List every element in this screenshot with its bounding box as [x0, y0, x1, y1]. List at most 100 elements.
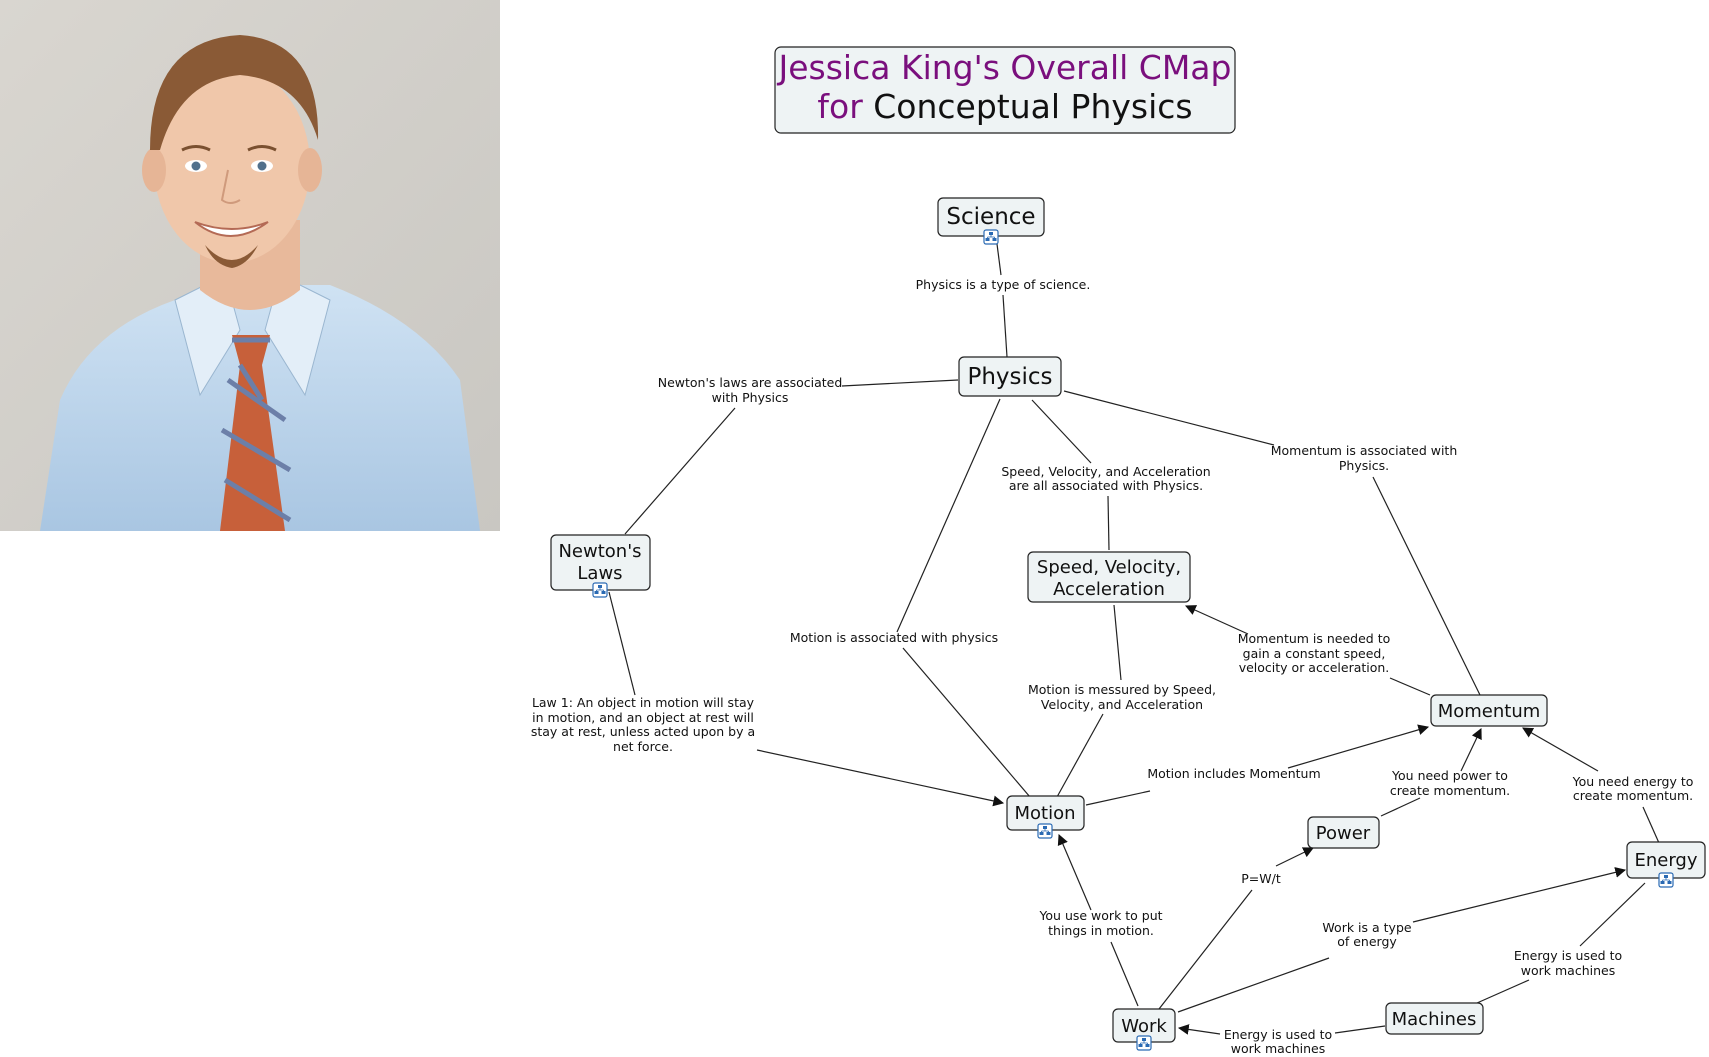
- line-work-pwt: [1158, 889, 1253, 1010]
- portrait-photo: [0, 0, 500, 531]
- line-work-motion-label: [1110, 941, 1139, 1007]
- concept-newtons-laws-line1: Newton's: [558, 541, 641, 562]
- line-sva-label-sva: [1107, 495, 1110, 551]
- arrow-to-energy: [1412, 867, 1627, 923]
- link-motion-physics[interactable]: Motion is associated with physics: [790, 630, 998, 645]
- arrow-energy-momentum: [1522, 727, 1599, 772]
- nested-map-icon[interactable]: [983, 229, 999, 245]
- link-text-line: net force.: [613, 739, 673, 754]
- link-energy-momentum[interactable]: You need energy to create momentum.: [1572, 774, 1694, 803]
- arrow-law1-motion: [756, 749, 1005, 807]
- line-work-energy-label: [1177, 957, 1330, 1013]
- link-law1[interactable]: Law 1: An object in motion will stay in …: [531, 695, 755, 754]
- arrow-to-motion: [1057, 834, 1092, 911]
- link-text-line: are all associated with Physics.: [1009, 478, 1203, 493]
- map-title: Jessica King's Overall CMap for Conceptu…: [774, 46, 1236, 134]
- link-text-line: Work is a type: [1322, 920, 1411, 935]
- link-text-line: Physics.: [1339, 458, 1389, 473]
- nested-map-icon[interactable]: [1658, 872, 1674, 888]
- link-text-line: Motion is messured by Speed,: [1028, 682, 1216, 697]
- link-text-line: create momentum.: [1390, 783, 1510, 798]
- arrow-power-momentum: [1460, 728, 1482, 772]
- concept-energy[interactable]: Energy: [1626, 841, 1706, 888]
- line-label-machines: [1476, 979, 1530, 1004]
- nested-map-icon[interactable]: [1037, 823, 1053, 839]
- line-momentum-label-momentum: [1372, 476, 1481, 696]
- line-newton-label-newton: [624, 407, 736, 535]
- line-power-momentum-label: [1380, 797, 1421, 817]
- link-text-line: Velocity, and Acceleration: [1041, 697, 1203, 712]
- line-label-physics: [1002, 294, 1008, 358]
- concept-momentum[interactable]: Momentum: [1430, 694, 1548, 727]
- concept-momentum-label: Momentum: [1438, 701, 1541, 722]
- concept-newtons-laws-line2: Laws: [577, 563, 622, 584]
- concept-energy-label: Energy: [1634, 850, 1697, 871]
- link-text-line: velocity or acceleration.: [1239, 660, 1390, 675]
- arrow-to-work: [1177, 1024, 1221, 1035]
- title-box: [774, 46, 1236, 134]
- concept-machines-label: Machines: [1392, 1009, 1477, 1030]
- link-text-line: Physics is a type of science.: [916, 277, 1091, 292]
- concept-physics[interactable]: Physics: [958, 356, 1062, 397]
- line-motion-momentum-label: [1085, 790, 1151, 806]
- concept-science-label: Science: [946, 204, 1035, 230]
- link-text-line: work machines: [1521, 963, 1615, 978]
- link-text-line: Motion is associated with physics: [790, 630, 998, 645]
- concept-machines[interactable]: Machines: [1385, 1002, 1484, 1035]
- link-work-energy[interactable]: Work is a type of energy: [1322, 920, 1411, 949]
- concept-work-label: Work: [1121, 1016, 1167, 1037]
- link-text-line: stay at rest, unless acted upon by a: [531, 724, 755, 739]
- concept-physics-label: Physics: [967, 364, 1052, 390]
- link-text-line: things in motion.: [1048, 923, 1154, 938]
- concept-power[interactable]: Power: [1307, 816, 1380, 849]
- link-energy-machines[interactable]: Energy is used to work machines: [1514, 948, 1622, 978]
- title-line2: for Conceptual Physics: [817, 87, 1192, 126]
- concept-sva-line2: Acceleration: [1053, 579, 1165, 600]
- link-text-line: Speed, Velocity, and Acceleration: [1001, 464, 1210, 479]
- link-text-line: Law 1: An object in motion will stay: [532, 695, 755, 710]
- link-momentum-physics[interactable]: Momentum is associated with Physics.: [1271, 443, 1458, 473]
- link-text-line: You use work to put: [1038, 908, 1162, 923]
- link-sva-physics[interactable]: Speed, Velocity, and Acceleration are al…: [1001, 464, 1210, 493]
- title-line2-prefix: for: [817, 87, 863, 126]
- link-work-motion[interactable]: You use work to put things in motion.: [1038, 908, 1162, 938]
- arrow-to-sva: [1185, 605, 1249, 635]
- link-text-line: You need power to: [1391, 768, 1508, 783]
- concept-newtons-laws[interactable]: Newton's Laws: [550, 534, 651, 598]
- link-motion-momentum[interactable]: Motion includes Momentum: [1147, 766, 1320, 781]
- line-motion-label-motion: [902, 647, 1031, 798]
- line-physics-newton-label: [841, 379, 959, 387]
- link-text-line: work machines: [1231, 1041, 1325, 1056]
- line-physics-sva-label: [1031, 399, 1092, 464]
- concept-science[interactable]: Science: [937, 197, 1045, 245]
- link-text-line: Momentum is needed to: [1238, 631, 1391, 646]
- concept-speed-velocity-acceleration[interactable]: Speed, Velocity, Acceleration: [1027, 551, 1191, 603]
- link-power-momentum[interactable]: You need power to create momentum.: [1390, 768, 1510, 798]
- link-motion-sva[interactable]: Motion is messured by Speed, Velocity, a…: [1028, 682, 1216, 712]
- nested-map-icon[interactable]: [592, 582, 608, 598]
- link-text-line: create momentum.: [1573, 788, 1693, 803]
- concept-motion[interactable]: Motion: [1006, 795, 1085, 839]
- concept-motion-label: Motion: [1014, 803, 1075, 824]
- line-energy-machines-label: [1579, 882, 1646, 947]
- link-text-line: gain a constant speed,: [1243, 646, 1386, 661]
- link-text-line: Energy is used to: [1514, 948, 1622, 963]
- connector-lines: [608, 243, 1660, 1035]
- link-text-line: Motion includes Momentum: [1147, 766, 1320, 781]
- link-momentum-sva[interactable]: Momentum is needed to gain a constant sp…: [1238, 631, 1391, 675]
- concept-work[interactable]: Work: [1112, 1008, 1176, 1051]
- link-text-line: You need energy to: [1572, 774, 1694, 789]
- line-motion-label2-motion: [1056, 713, 1104, 798]
- link-science-physics[interactable]: Physics is a type of science.: [916, 277, 1091, 292]
- link-text-line: with Physics: [712, 390, 789, 405]
- line-sva-motion-label: [1113, 604, 1122, 681]
- link-pwt[interactable]: P=W/t: [1241, 871, 1281, 886]
- link-text-line: Energy is used to: [1224, 1027, 1332, 1042]
- link-text-line: in motion, and an object at rest will: [532, 710, 754, 725]
- title-line2-rest: Conceptual Physics: [873, 87, 1192, 126]
- link-newton-physics[interactable]: Newton's laws are associated with Physic…: [658, 375, 843, 405]
- nested-map-icon[interactable]: [1136, 1035, 1152, 1051]
- link-machines-work[interactable]: Energy is used to work machines: [1224, 1027, 1332, 1056]
- line-energy-momentum-label: [1642, 806, 1660, 844]
